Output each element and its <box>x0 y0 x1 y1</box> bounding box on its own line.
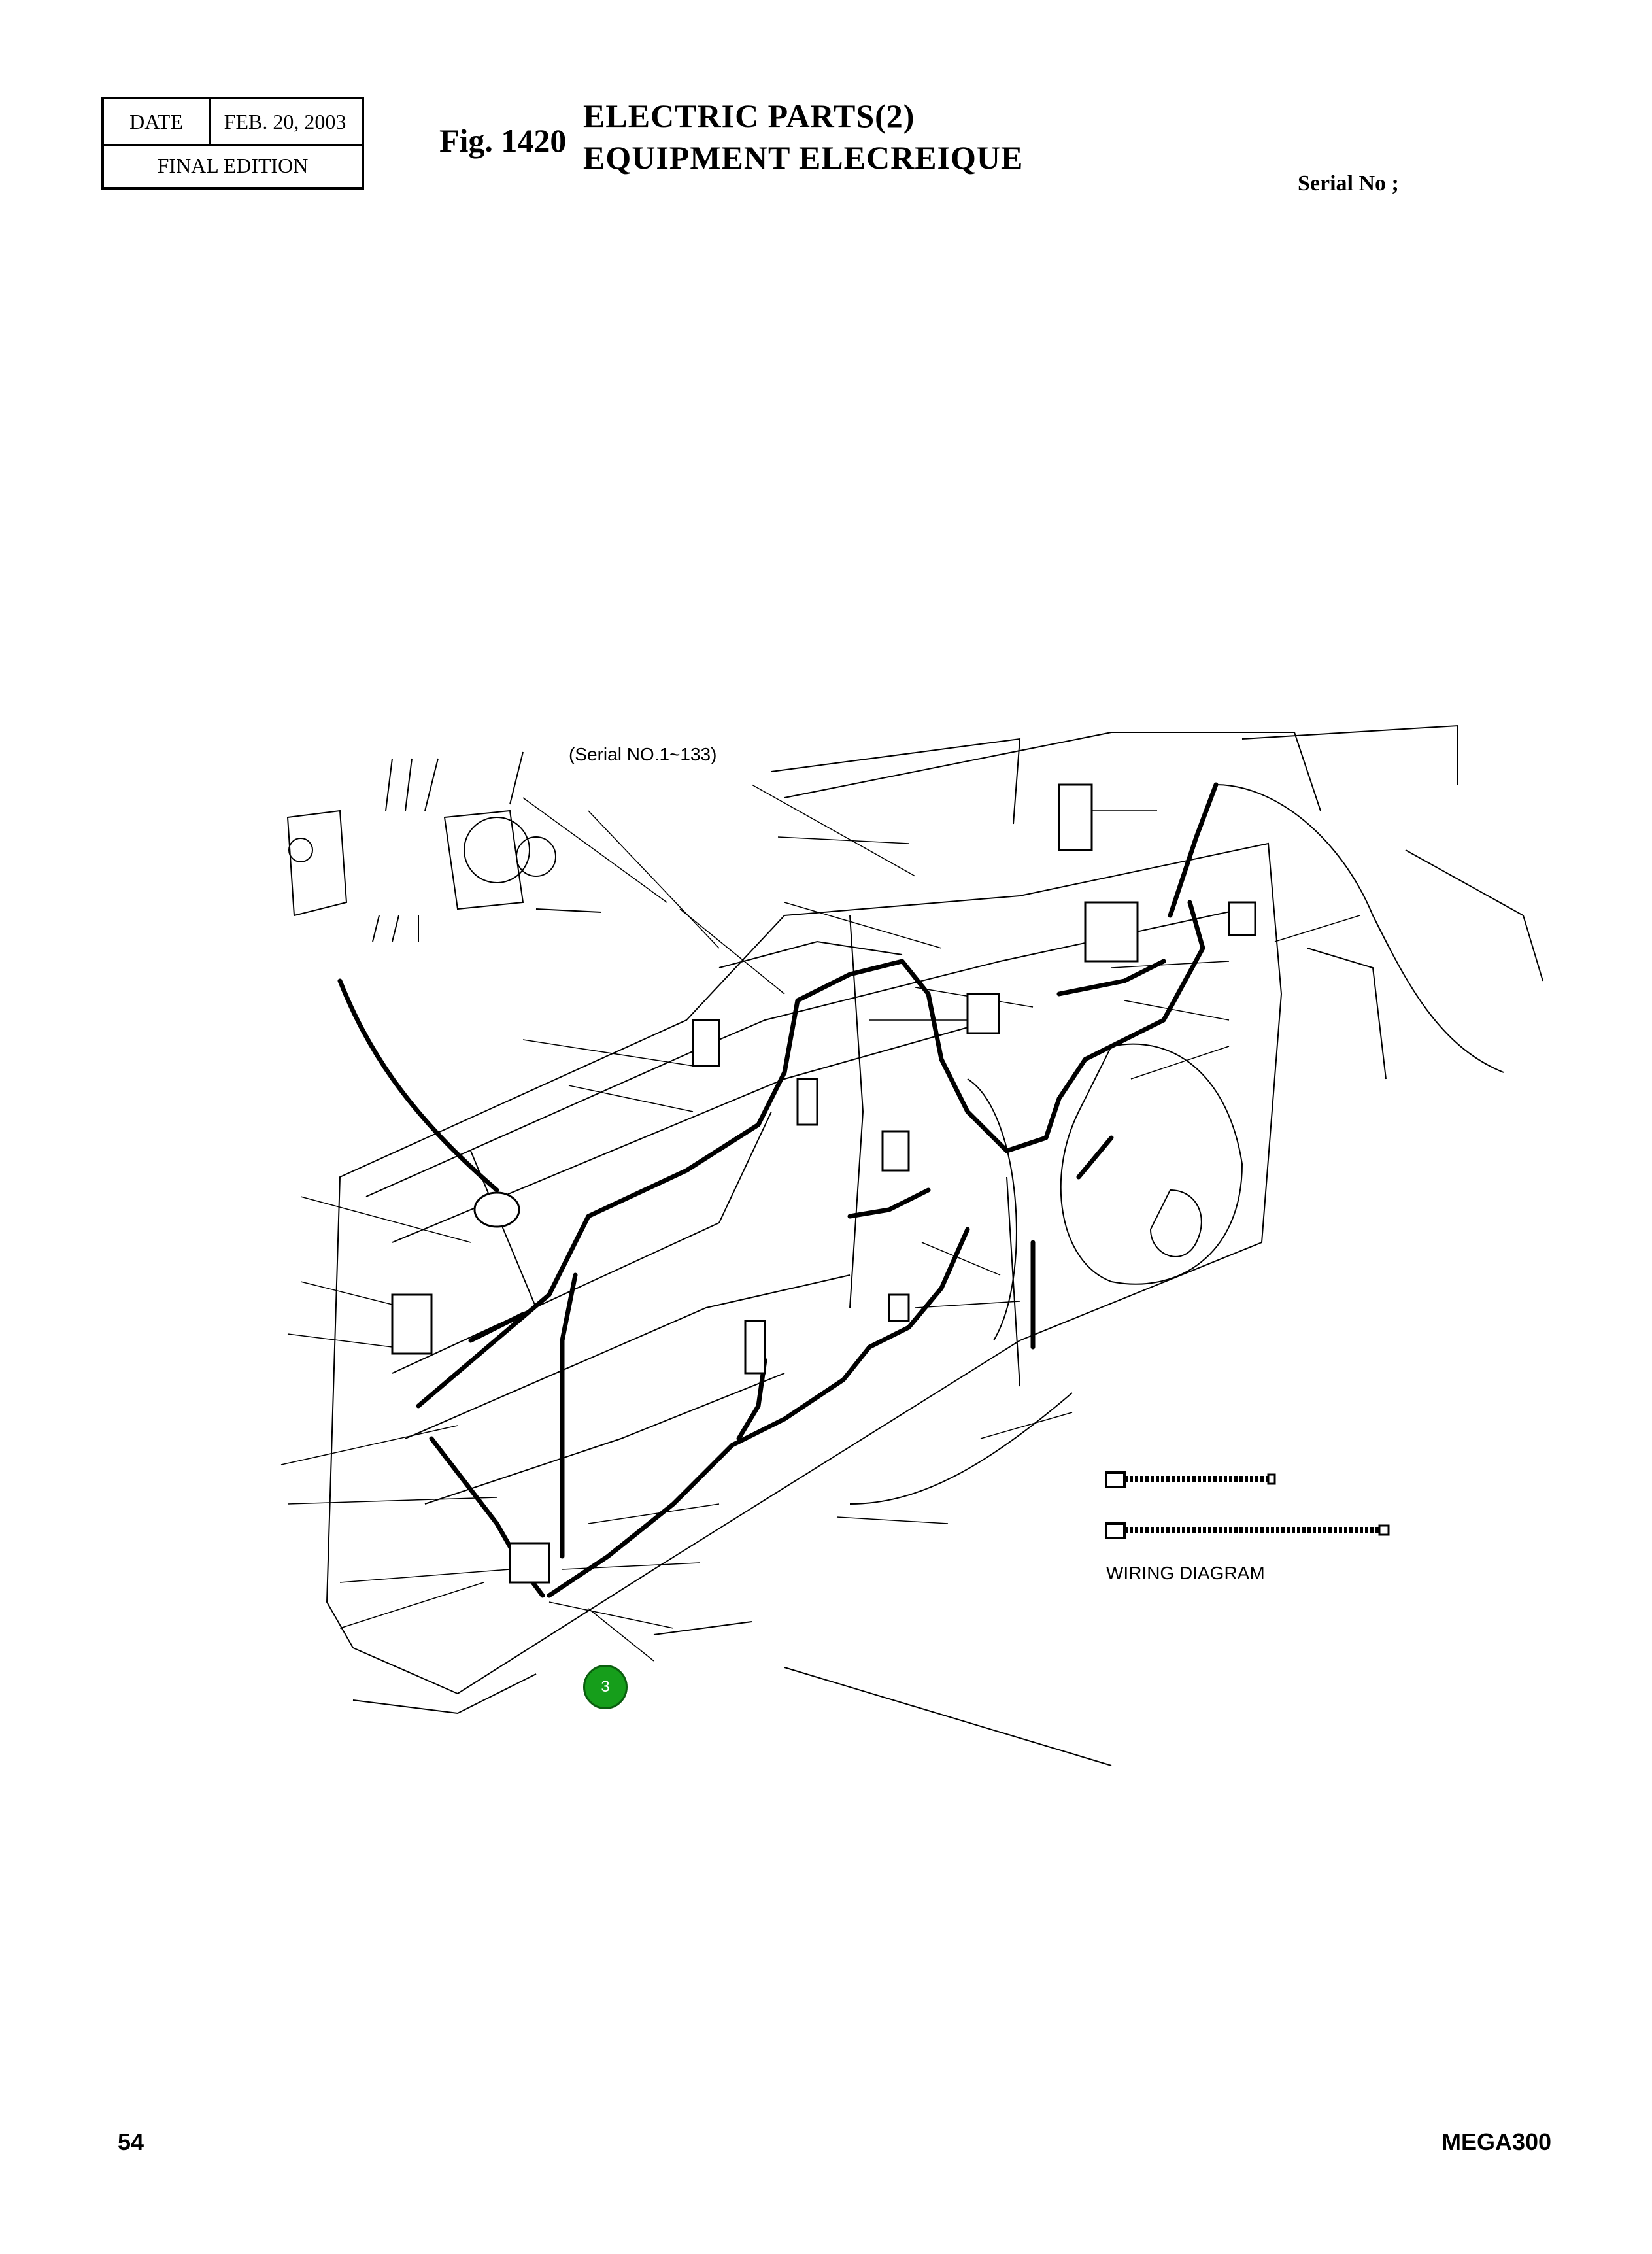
harness-components <box>391 783 1256 1584</box>
cable-tie-short <box>1105 1471 1276 1488</box>
edition-label: FINAL EDITION <box>157 153 309 177</box>
date-edition-box: DATE FEB. 20, 2003 FINAL EDITION <box>101 97 364 190</box>
model-name: MEGA300 <box>1441 2128 1552 2155</box>
title-english: ELECTRIC PARTS(2) <box>583 97 915 134</box>
wiring-diagram-label: WIRING DIAGRAM <box>1106 1563 1265 1583</box>
title-french: EQUIPMENT ELECREIQUE <box>583 139 1024 176</box>
serial-number-label: Serial No ; <box>1298 171 1399 196</box>
callout-marker[interactable]: 3 <box>583 1665 628 1709</box>
serial-range-note: (Serial NO.1~133) <box>569 744 717 764</box>
date-label: DATE <box>104 99 211 144</box>
figure-number: Fig. 1420 <box>439 122 567 159</box>
date-row: DATE FEB. 20, 2003 <box>104 99 362 146</box>
alternator-inset <box>286 751 602 942</box>
wiring-harness <box>337 782 1219 1598</box>
machine-body-outline <box>326 725 1543 1766</box>
cable-tie-long <box>1105 1522 1390 1539</box>
date-value: FEB. 20, 2003 <box>224 109 346 133</box>
page-number: 54 <box>118 2128 144 2155</box>
